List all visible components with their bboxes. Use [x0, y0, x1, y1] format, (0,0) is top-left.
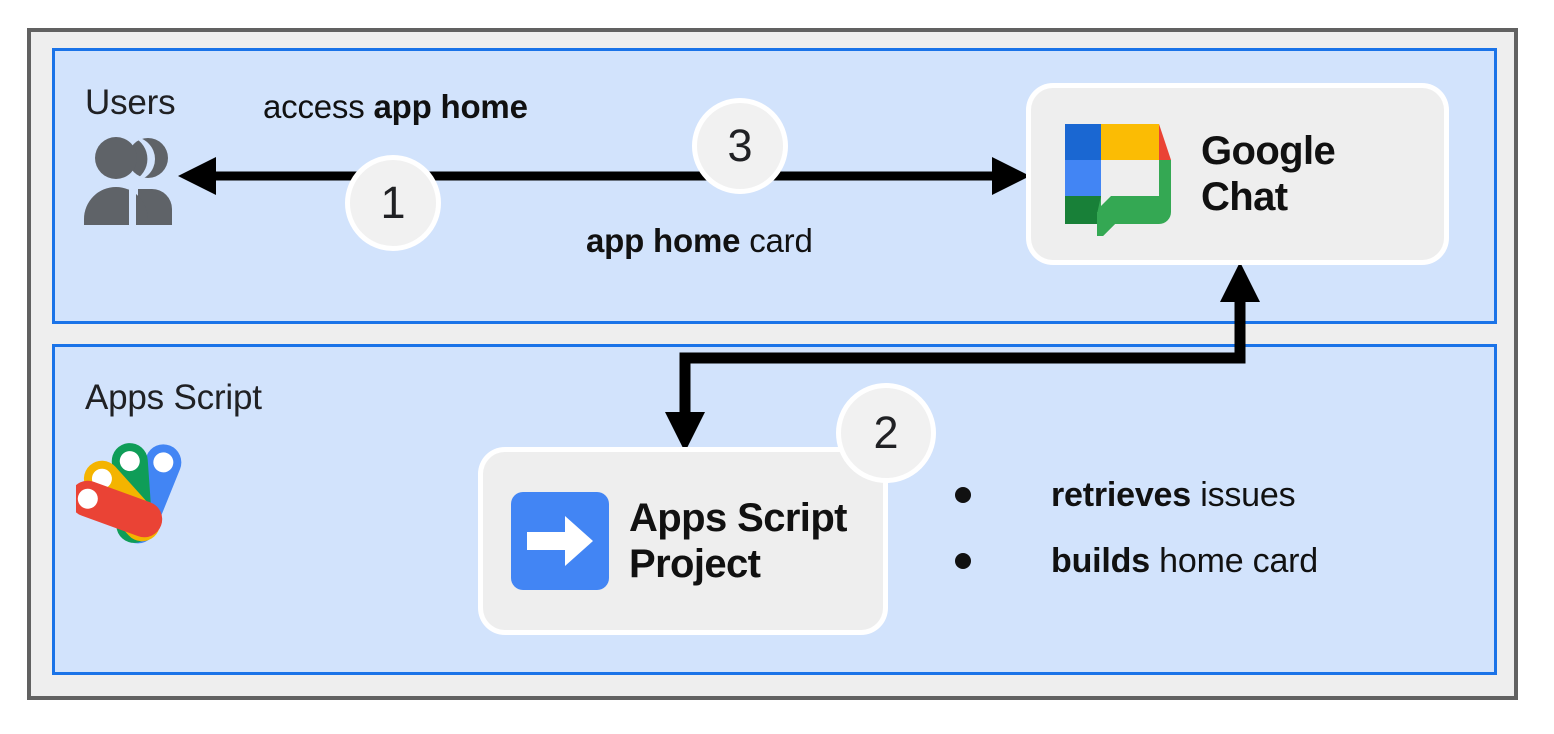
card-google-chat-label: Google Chat: [1201, 128, 1336, 219]
edge-label-homecard-regular: card: [740, 222, 813, 259]
list-item-0-bold: retrieves: [1051, 475, 1191, 514]
step-bubble-2[interactable]: 2: [836, 383, 936, 483]
card-apps-script-project[interactable]: Apps Script Project: [483, 452, 883, 630]
bullet-dot-icon: [955, 553, 971, 569]
list-item-text: builds home card: [1051, 542, 1318, 581]
list-item-1-bold: builds: [1051, 541, 1150, 580]
edge-label-access-app-home: access app home: [263, 88, 528, 126]
edge-label-homecard-bold: app home: [586, 222, 741, 259]
step-bubble-2-number: 2: [873, 407, 899, 458]
list-item: builds home card: [955, 536, 1318, 586]
card-apps-script-project-label: Apps Script Project: [629, 495, 847, 586]
zone-users-label: Users: [85, 83, 176, 122]
card-google-chat[interactable]: Google Chat: [1031, 88, 1444, 260]
step-bubble-3[interactable]: 3: [692, 98, 788, 194]
edge-label-access-bold: app home: [373, 88, 528, 125]
step-bubble-1[interactable]: 1: [345, 155, 441, 251]
step-bubble-1-number: 1: [380, 177, 406, 228]
apps-script-actions-list: retrieves issues builds home card: [955, 470, 1318, 602]
bullet-dot-icon: [955, 487, 971, 503]
step-bubble-3-number: 3: [727, 120, 753, 171]
list-item-1-regular: home card: [1149, 541, 1319, 580]
list-item-text: retrieves issues: [1051, 475, 1296, 515]
list-item-0-regular: issues: [1190, 475, 1296, 514]
zone-apps-script-label: Apps Script: [85, 378, 262, 417]
people-icon: [76, 137, 186, 227]
edge-label-app-home-card: app home card: [586, 222, 813, 260]
list-item: retrieves issues: [955, 470, 1318, 520]
apps-script-logo: [69, 435, 204, 563]
edge-label-access-regular: access: [263, 88, 374, 125]
apps-script-project-icon: [511, 492, 609, 590]
google-chat-logo: [1057, 116, 1171, 236]
